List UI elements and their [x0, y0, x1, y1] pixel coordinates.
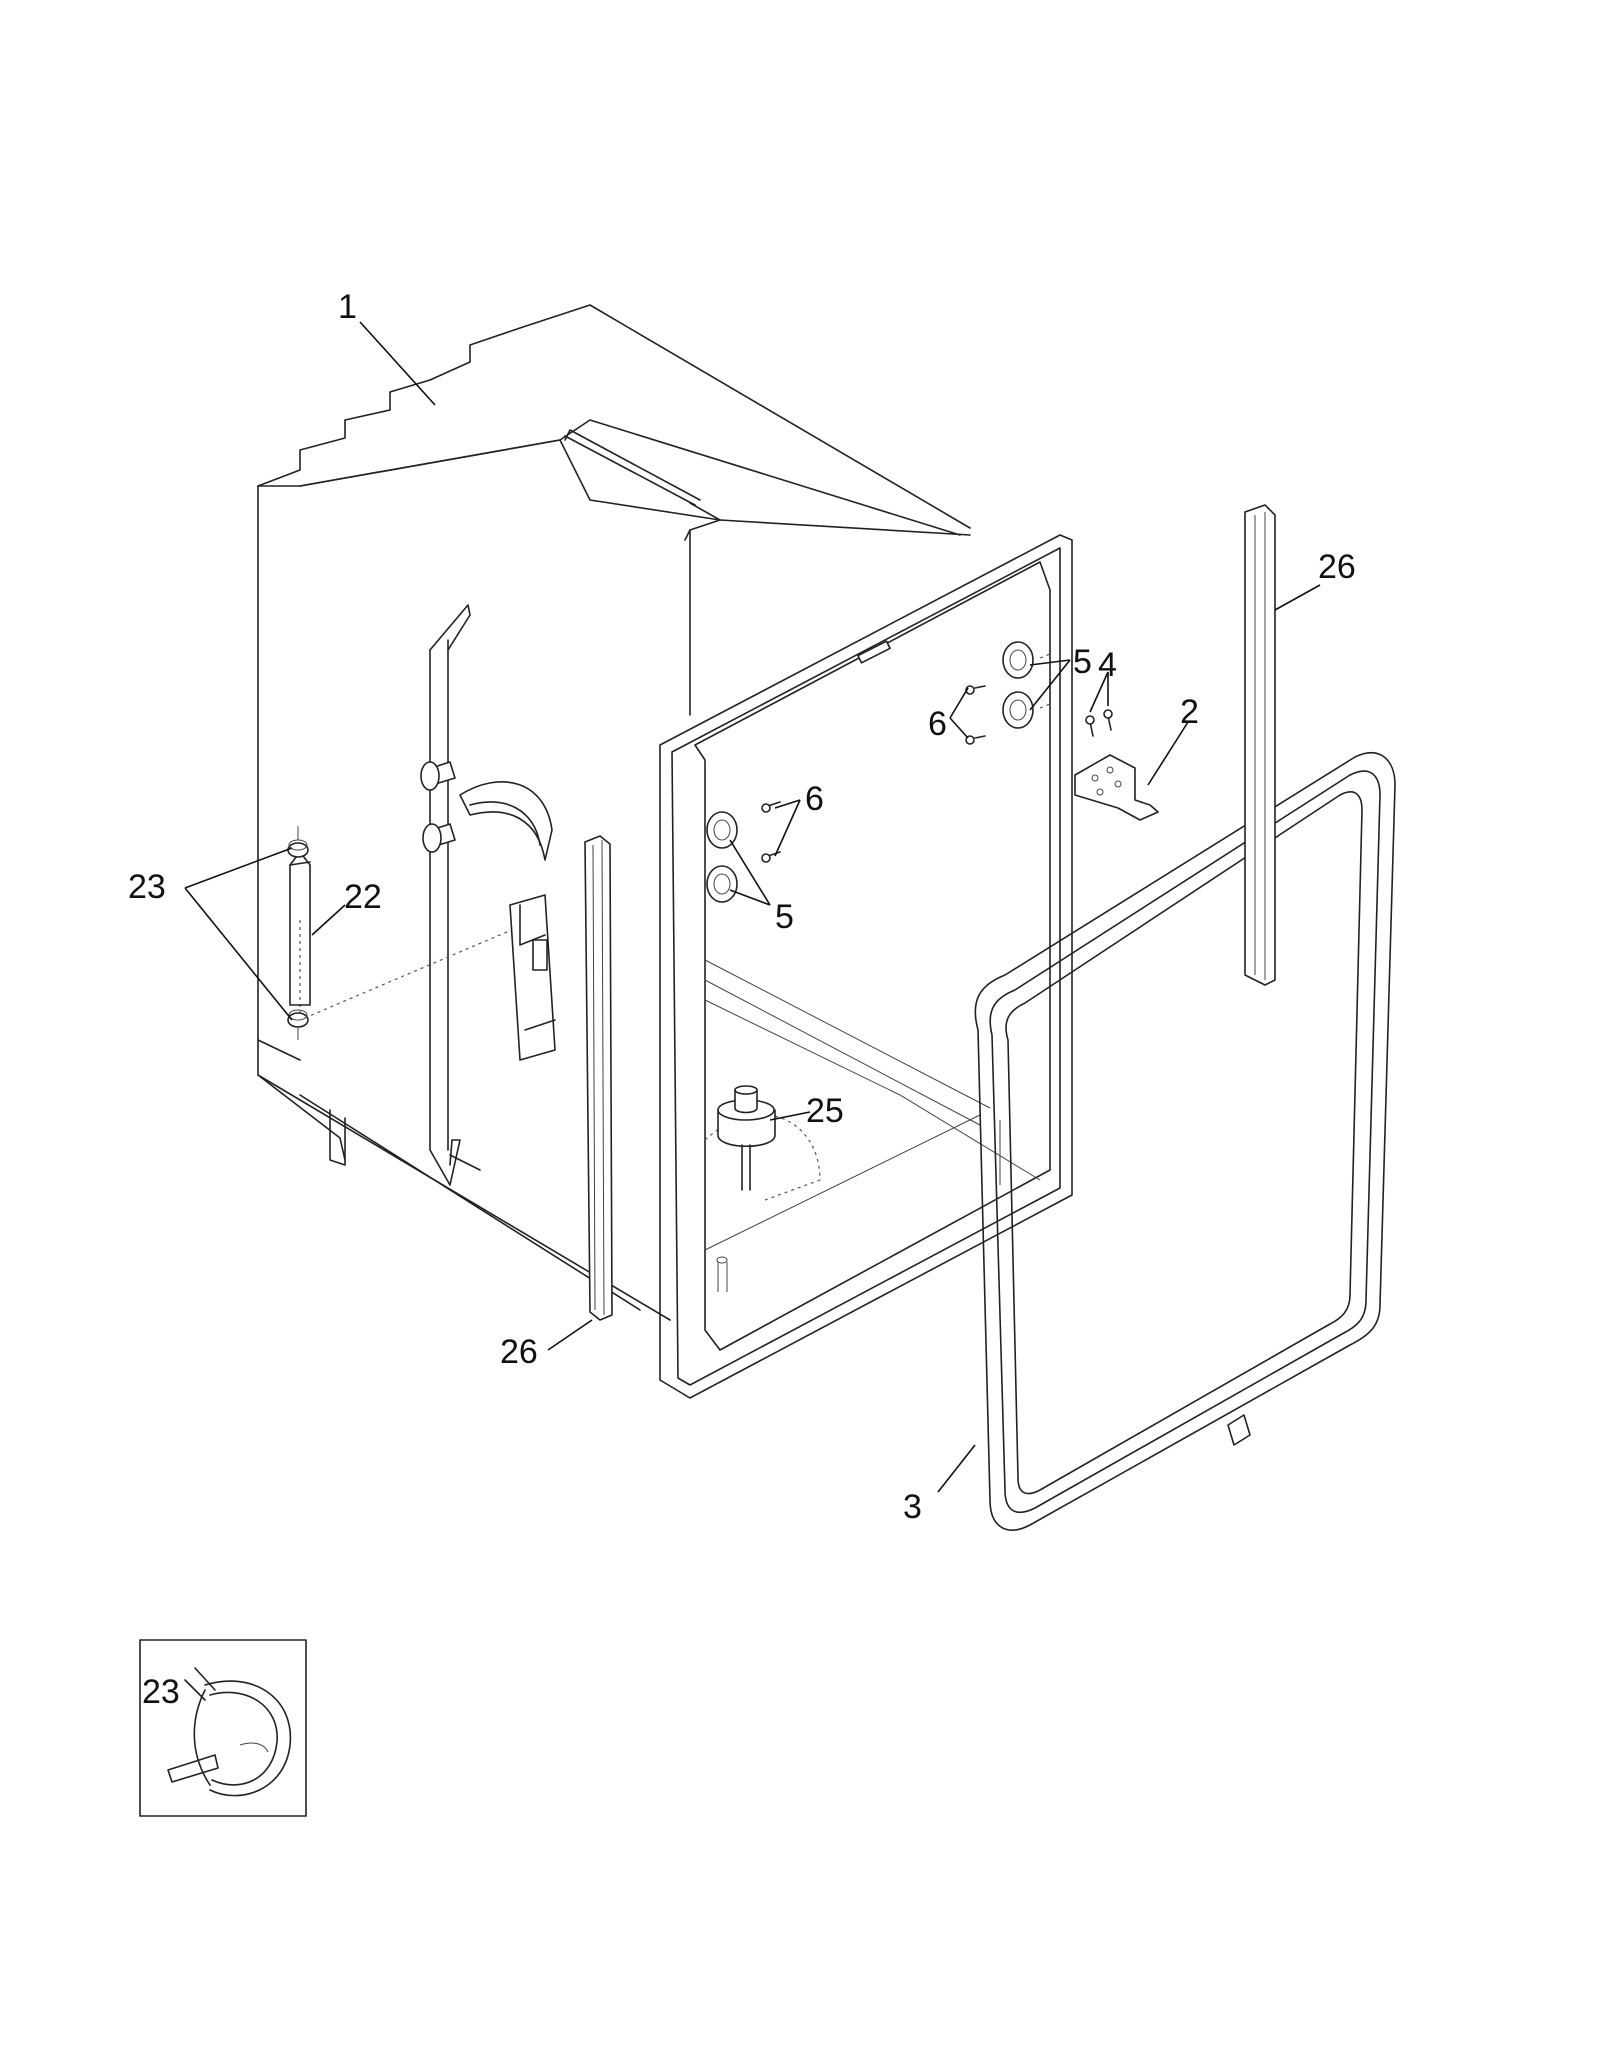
callout-5-lower: 5 — [775, 898, 794, 936]
callout-4: 4 — [1098, 646, 1117, 684]
callout-3: 3 — [903, 1488, 922, 1526]
bearing-upper-2 — [1002, 691, 1034, 729]
hose-clamps — [287, 826, 309, 1040]
callout-5-upper: 5 — [1073, 643, 1092, 681]
callout-25: 25 — [806, 1092, 844, 1130]
callout-22: 22 — [344, 878, 382, 916]
tub-front-frame — [659, 534, 1073, 1399]
side-seal-strip-left — [584, 835, 613, 1321]
float — [716, 1085, 776, 1292]
callout-26-left: 26 — [500, 1333, 538, 1371]
clamp-detail-inset: 23 — [139, 1639, 307, 1817]
callout-1: 1 — [338, 288, 357, 326]
mounting-bracket — [1074, 754, 1159, 821]
bearing-lower-2 — [706, 865, 738, 903]
rack-bearings — [706, 641, 1034, 903]
leader-lines — [184, 321, 1321, 1493]
side-seal-strip-right — [1244, 504, 1276, 986]
bearing-upper-1 — [1002, 641, 1034, 679]
callout-6-lower: 6 — [805, 780, 824, 818]
callout-23: 23 — [128, 868, 166, 906]
callout-23-inset: 23 — [142, 1673, 180, 1711]
callout-2: 2 — [1180, 693, 1199, 731]
callout-6-upper: 6 — [928, 705, 947, 743]
tub-body — [257, 304, 971, 1321]
bearing-lower-1 — [706, 811, 738, 849]
door-gasket — [974, 752, 1396, 1531]
callout-26-right: 26 — [1318, 548, 1356, 586]
